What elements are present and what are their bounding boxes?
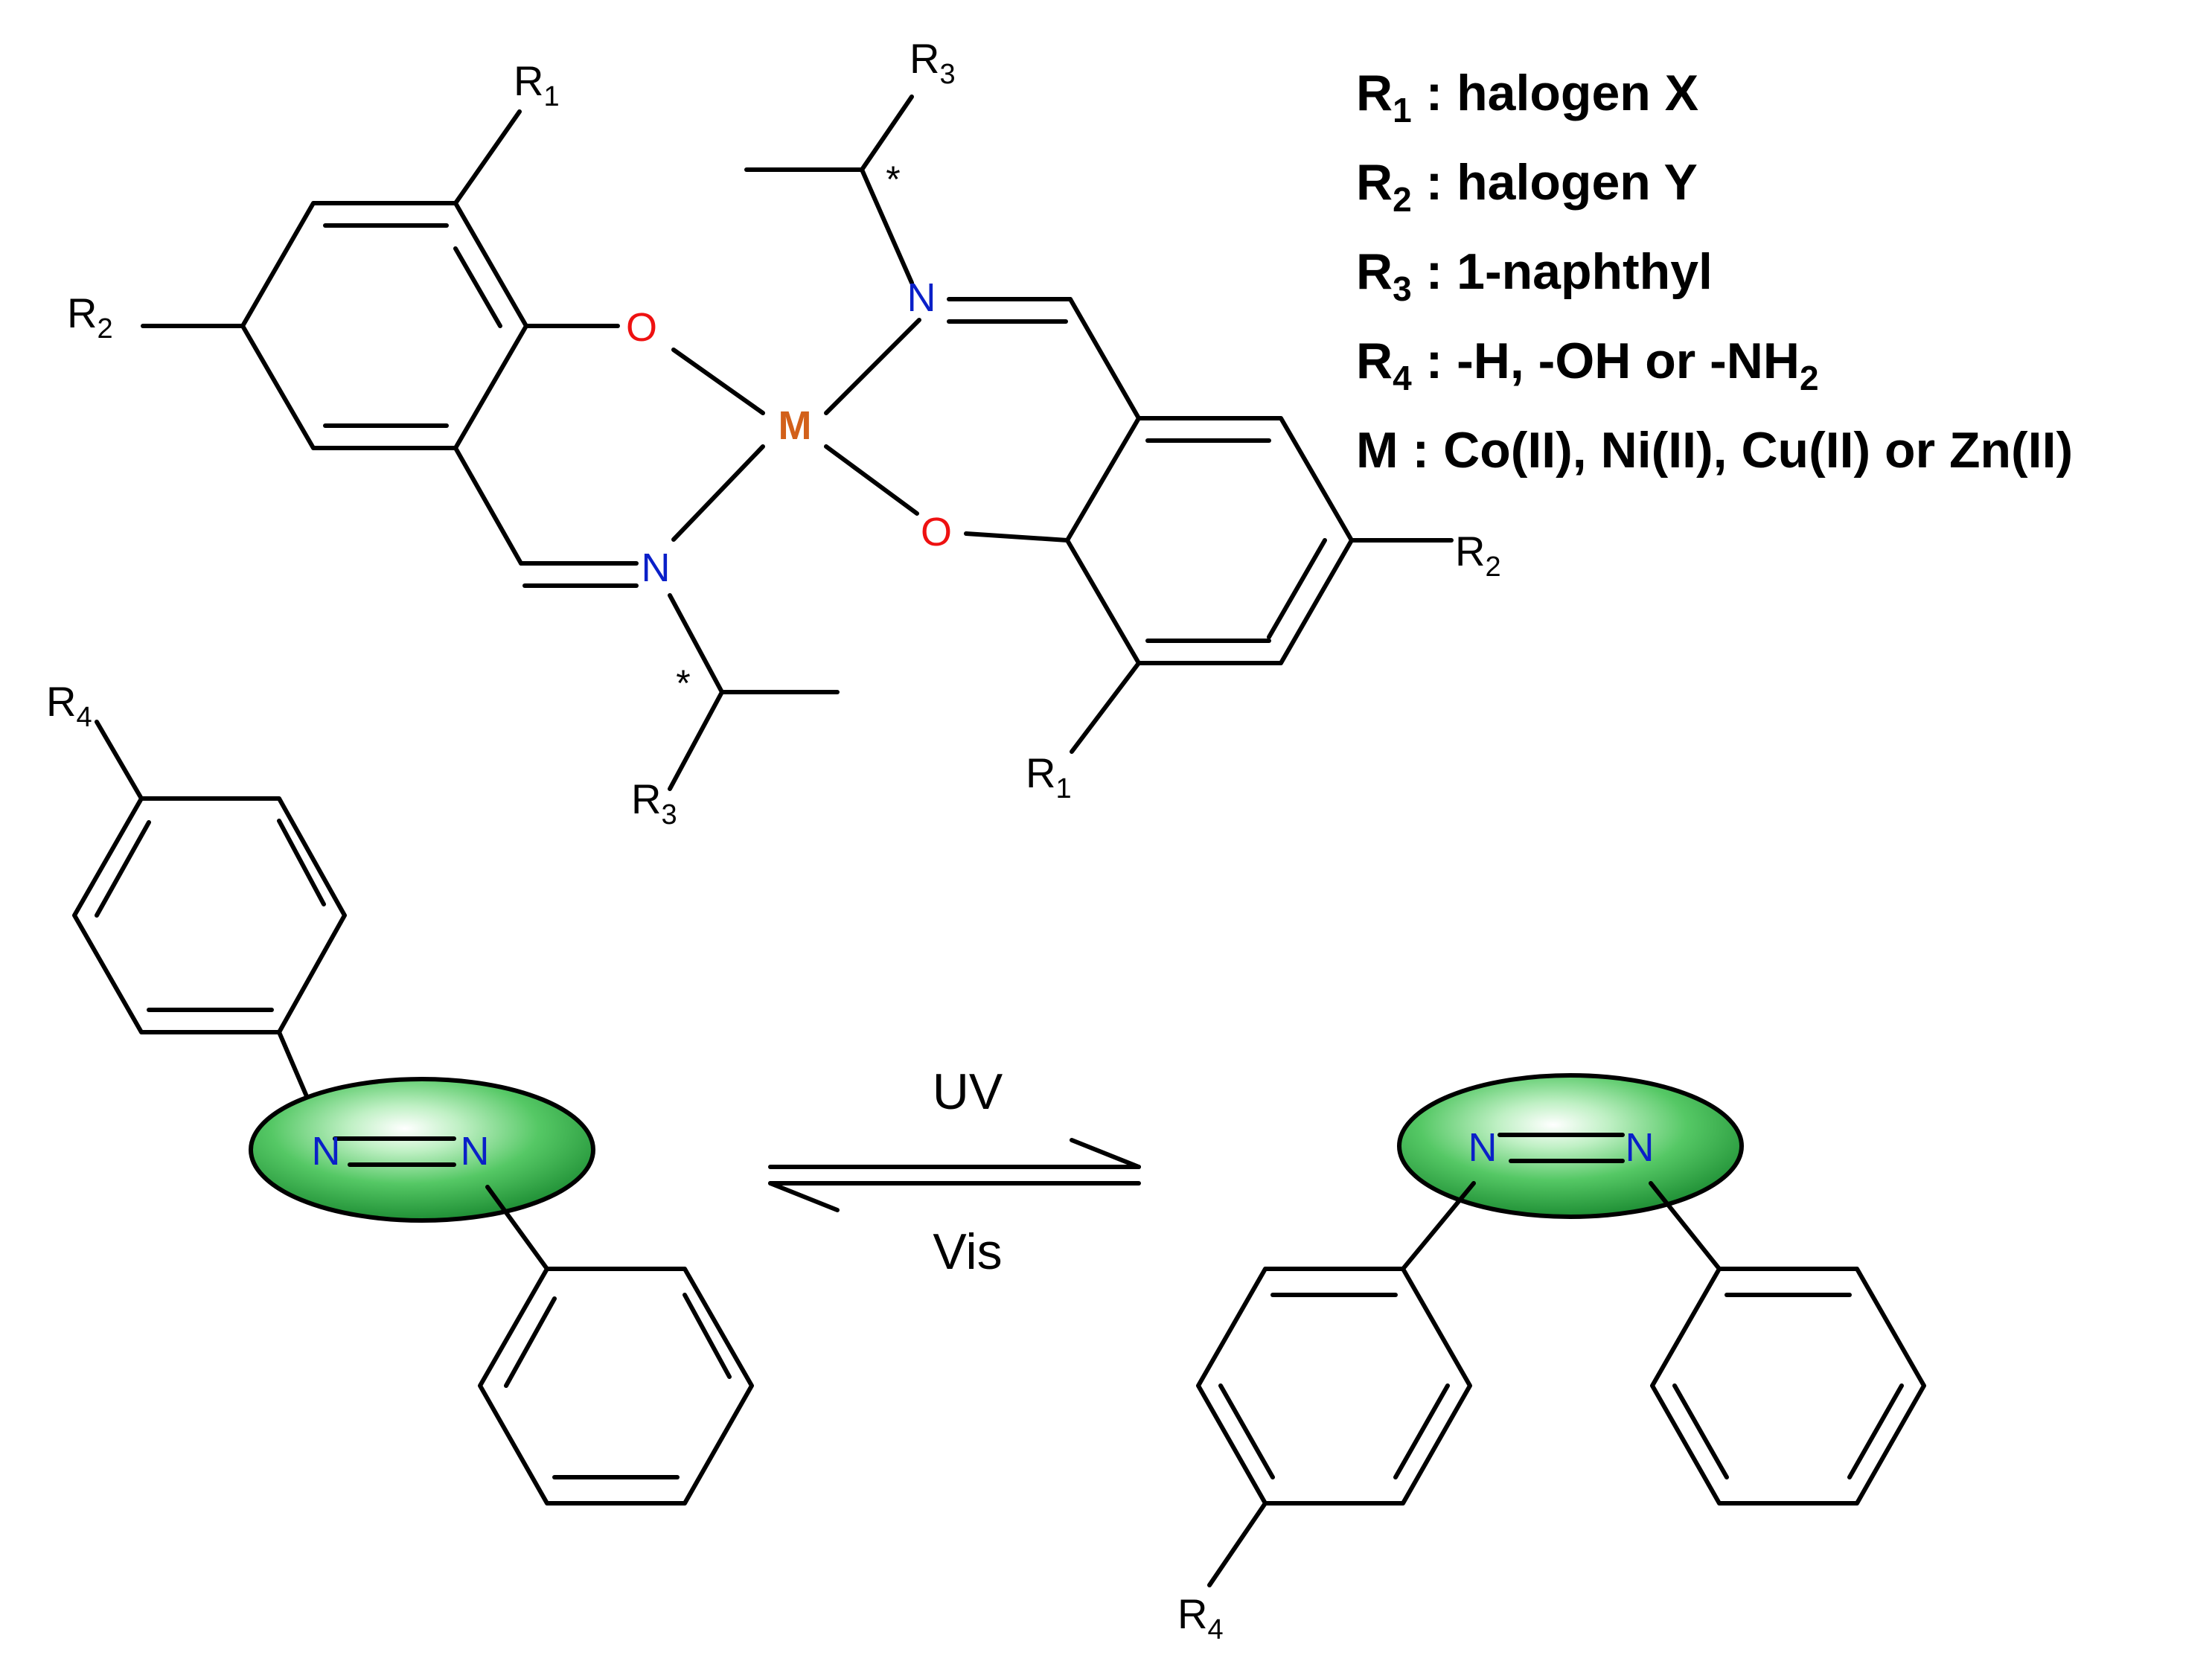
n-m-bond-upper <box>824 318 921 415</box>
left-r1-label: R1 <box>514 57 560 112</box>
trans-r4-label: R4 <box>46 678 92 733</box>
upper-r3-bond <box>860 95 914 172</box>
right-c-o-bond <box>964 531 1070 543</box>
o-m-bond-upper <box>671 348 765 415</box>
cis-azo-nitrogen-1: N <box>1468 1125 1497 1170</box>
substituent-legend: R1 : halogen X R2 : halogen Y R3 : 1-nap… <box>1356 65 2073 479</box>
right-r2-label: R2 <box>1455 528 1501 583</box>
right-r1-bond <box>1070 661 1141 754</box>
right-r1-label: R1 <box>1026 749 1072 804</box>
o-m-bond-lower <box>824 444 919 516</box>
cis-azobenzene: N N R4 <box>1177 1073 1926 1645</box>
cis-azo-highlight <box>1397 1073 1744 1219</box>
lower-imine-nitrogen: N <box>642 545 671 590</box>
right-oxygen-atom: O <box>921 510 952 554</box>
legend-metal: M : Co(II), Ni(II), Cu(II) or Zn(II) <box>1356 422 2073 479</box>
uv-label: UV <box>933 1063 1003 1120</box>
cis-n-right-ring-bond <box>1649 1181 1722 1271</box>
metal-complex: O O N N M * * R1 R2 R3 R3 R2 R1 <box>67 35 1501 831</box>
cis-right-ring <box>1650 1267 1926 1506</box>
upper-imine-nitrogen: N <box>907 275 936 320</box>
lower-chiral-mark: * <box>676 662 690 704</box>
left-r2-label: R2 <box>67 289 113 345</box>
cis-r4-label: R4 <box>1177 1590 1224 1645</box>
cis-azo-nitrogen-2: N <box>1626 1125 1655 1170</box>
n-m-bond-lower <box>671 444 765 542</box>
lower-r3-bond <box>668 690 724 791</box>
trans-lower-ring <box>478 1267 754 1506</box>
left-ch-bond <box>453 446 523 566</box>
cis-left-ring <box>1196 1267 1472 1506</box>
photo-equilibrium: UV Vis <box>768 1063 1141 1280</box>
right-phenolate-ring <box>1065 416 1354 665</box>
trans-r4-bond <box>95 720 144 801</box>
lower-n-c-bond <box>668 593 724 694</box>
trans-upper-ring <box>72 796 347 1034</box>
right-ch-bond <box>1068 297 1141 420</box>
vis-label: Vis <box>933 1223 1002 1280</box>
upper-n-c-bond <box>860 167 914 285</box>
legend-r3: R3 : 1-naphthyl <box>1356 243 1713 308</box>
metal-center: M <box>779 403 812 448</box>
cis-n-left-ring-bond <box>1401 1181 1476 1271</box>
trans-azo-highlight <box>249 1077 595 1223</box>
trans-azo-nitrogen-1: N <box>312 1129 341 1174</box>
legend-r4: R4 : -H, -OH or -NH2 <box>1356 333 1819 397</box>
trans-n-ring-bond <box>485 1185 549 1271</box>
cis-r4-bond <box>1207 1501 1268 1587</box>
legend-r1: R1 : halogen X <box>1356 65 1698 129</box>
upper-chiral-mark: * <box>886 159 900 200</box>
left-oxygen-atom: O <box>626 305 657 350</box>
upper-r3-label: R3 <box>910 35 956 90</box>
lower-r3-label: R3 <box>631 775 677 831</box>
left-phenolate-ring <box>240 201 528 450</box>
legend-r2: R2 : halogen Y <box>1356 154 1698 219</box>
left-r1-bond <box>453 109 522 205</box>
trans-azobenzene: N N R4 <box>46 678 754 1506</box>
trans-azo-nitrogen-2: N <box>461 1129 490 1174</box>
